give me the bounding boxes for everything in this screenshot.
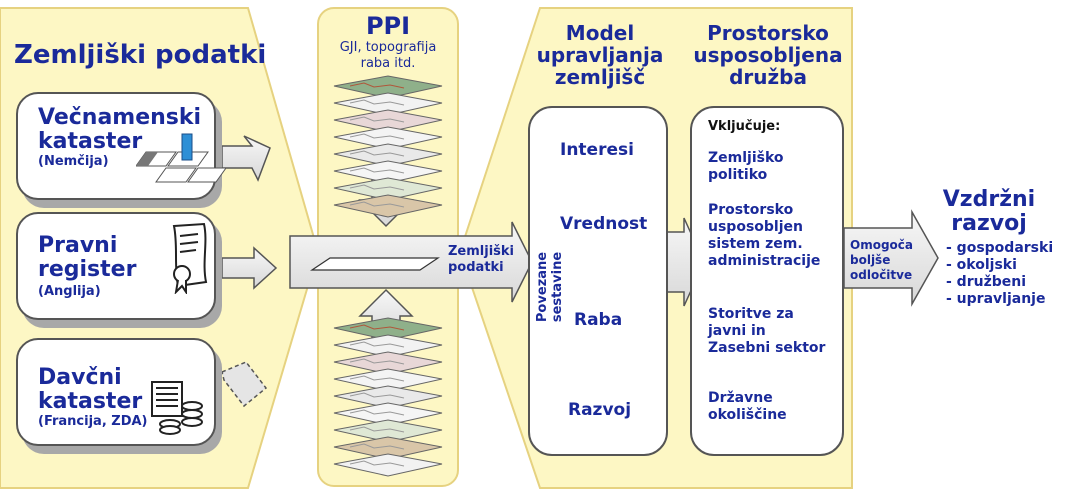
card-title: Pravni register bbox=[38, 233, 137, 282]
map-layer bbox=[333, 419, 443, 443]
map-layer-texture bbox=[349, 99, 405, 106]
parcel-grid-icon bbox=[136, 133, 226, 183]
map-layer bbox=[333, 385, 443, 409]
society-item-services: Storitve za javni in Zasebni sektor bbox=[708, 306, 826, 356]
outcome-title: Vzdržni razvoj bbox=[942, 187, 1036, 236]
outcome-item: - okoljski bbox=[946, 257, 1017, 273]
map-layer-texture bbox=[349, 184, 405, 191]
map-layer bbox=[333, 351, 443, 375]
card-subtitle: (Francija, ZDA) bbox=[38, 414, 148, 429]
map-layer bbox=[333, 194, 443, 218]
model-item-development: Razvoj bbox=[568, 400, 632, 420]
certificate-icon bbox=[172, 222, 208, 294]
map-layer-texture bbox=[349, 324, 405, 331]
ppi-subtitle: GJI, topografija raba itd. bbox=[339, 40, 437, 71]
map-layer-texture bbox=[349, 201, 405, 208]
model-item-value: Vrednost bbox=[560, 214, 648, 234]
outcome-item: - družbeni bbox=[946, 274, 1027, 290]
arrow-tax bbox=[221, 361, 268, 408]
map-layers-bottom bbox=[333, 317, 443, 477]
map-layer bbox=[333, 143, 443, 167]
map-layer-texture bbox=[349, 392, 405, 399]
map-layer-texture bbox=[349, 133, 405, 140]
map-layer-texture bbox=[349, 375, 405, 382]
card-subtitle: (Nemčija) bbox=[38, 154, 109, 169]
arrow-cadastre bbox=[221, 135, 271, 182]
money-coins-icon bbox=[151, 381, 203, 435]
map-layer bbox=[333, 126, 443, 150]
map-layer bbox=[333, 368, 443, 392]
main-arrow-label: Zemljiški podatki bbox=[448, 244, 514, 275]
arrow-decision bbox=[843, 209, 939, 307]
model-box bbox=[528, 106, 668, 456]
society-item-policy: Zemljiško politiko bbox=[708, 150, 784, 183]
map-layer bbox=[333, 75, 443, 99]
map-layer bbox=[333, 436, 443, 460]
outcome-list: - gospodarski - okoljski - družbeni - up… bbox=[946, 240, 1053, 308]
left-title: Zemljiški podatki bbox=[14, 40, 267, 70]
map-layer-texture bbox=[349, 460, 405, 467]
decision-label: Omogoča boljše odločitve bbox=[850, 238, 913, 282]
map-layer-texture bbox=[349, 150, 405, 157]
map-layer-texture bbox=[349, 167, 405, 174]
outcome-item: - gospodarski bbox=[946, 240, 1054, 256]
map-layer-texture bbox=[349, 116, 405, 123]
map-layer bbox=[333, 109, 443, 133]
map-layer-texture bbox=[349, 82, 405, 89]
arrow-register bbox=[221, 246, 278, 290]
ppi-title: PPI bbox=[365, 12, 411, 40]
map-layer-texture bbox=[349, 443, 405, 450]
society-title: Prostorsko usposobljena družba bbox=[693, 21, 843, 89]
card-title: Davčni kataster bbox=[38, 365, 143, 414]
main-arrow-plane bbox=[310, 257, 440, 271]
map-layer bbox=[333, 334, 443, 358]
map-layer-texture bbox=[349, 358, 405, 365]
card-title: Večnamenski kataster bbox=[38, 105, 202, 154]
card-legal-register: Pravni register (Anglija) bbox=[16, 212, 216, 320]
society-item-admin-system: Prostorsko usposobljen sistem zem. admin… bbox=[708, 202, 821, 269]
map-layer bbox=[333, 92, 443, 116]
map-layer-texture bbox=[349, 409, 405, 416]
society-item-includes: Vključuje: bbox=[708, 119, 781, 134]
map-layer-texture bbox=[349, 426, 405, 433]
card-tax-cadastre: Davčni kataster (Francija, ZDA) bbox=[16, 338, 216, 446]
model-item-interests: Interesi bbox=[560, 140, 634, 160]
map-layer bbox=[333, 453, 443, 477]
card-multipurpose-cadastre: Večnamenski kataster (Nemčija) bbox=[16, 92, 226, 200]
map-layer bbox=[333, 177, 443, 201]
map-layers-top bbox=[333, 75, 443, 218]
model-title: Model upravljanja zemljišč bbox=[536, 21, 664, 89]
card-subtitle: (Anglija) bbox=[38, 284, 101, 299]
society-box bbox=[690, 106, 844, 456]
society-item-national: Državne okoliščine bbox=[708, 390, 787, 423]
map-layer bbox=[333, 160, 443, 184]
outcome-item: - upravljanje bbox=[946, 291, 1046, 307]
map-layer bbox=[333, 402, 443, 426]
model-vertical-label: Povezane sestavine bbox=[535, 251, 565, 323]
model-item-use: Raba bbox=[574, 310, 623, 330]
map-layer-texture bbox=[349, 341, 405, 348]
map-layer bbox=[333, 317, 443, 341]
